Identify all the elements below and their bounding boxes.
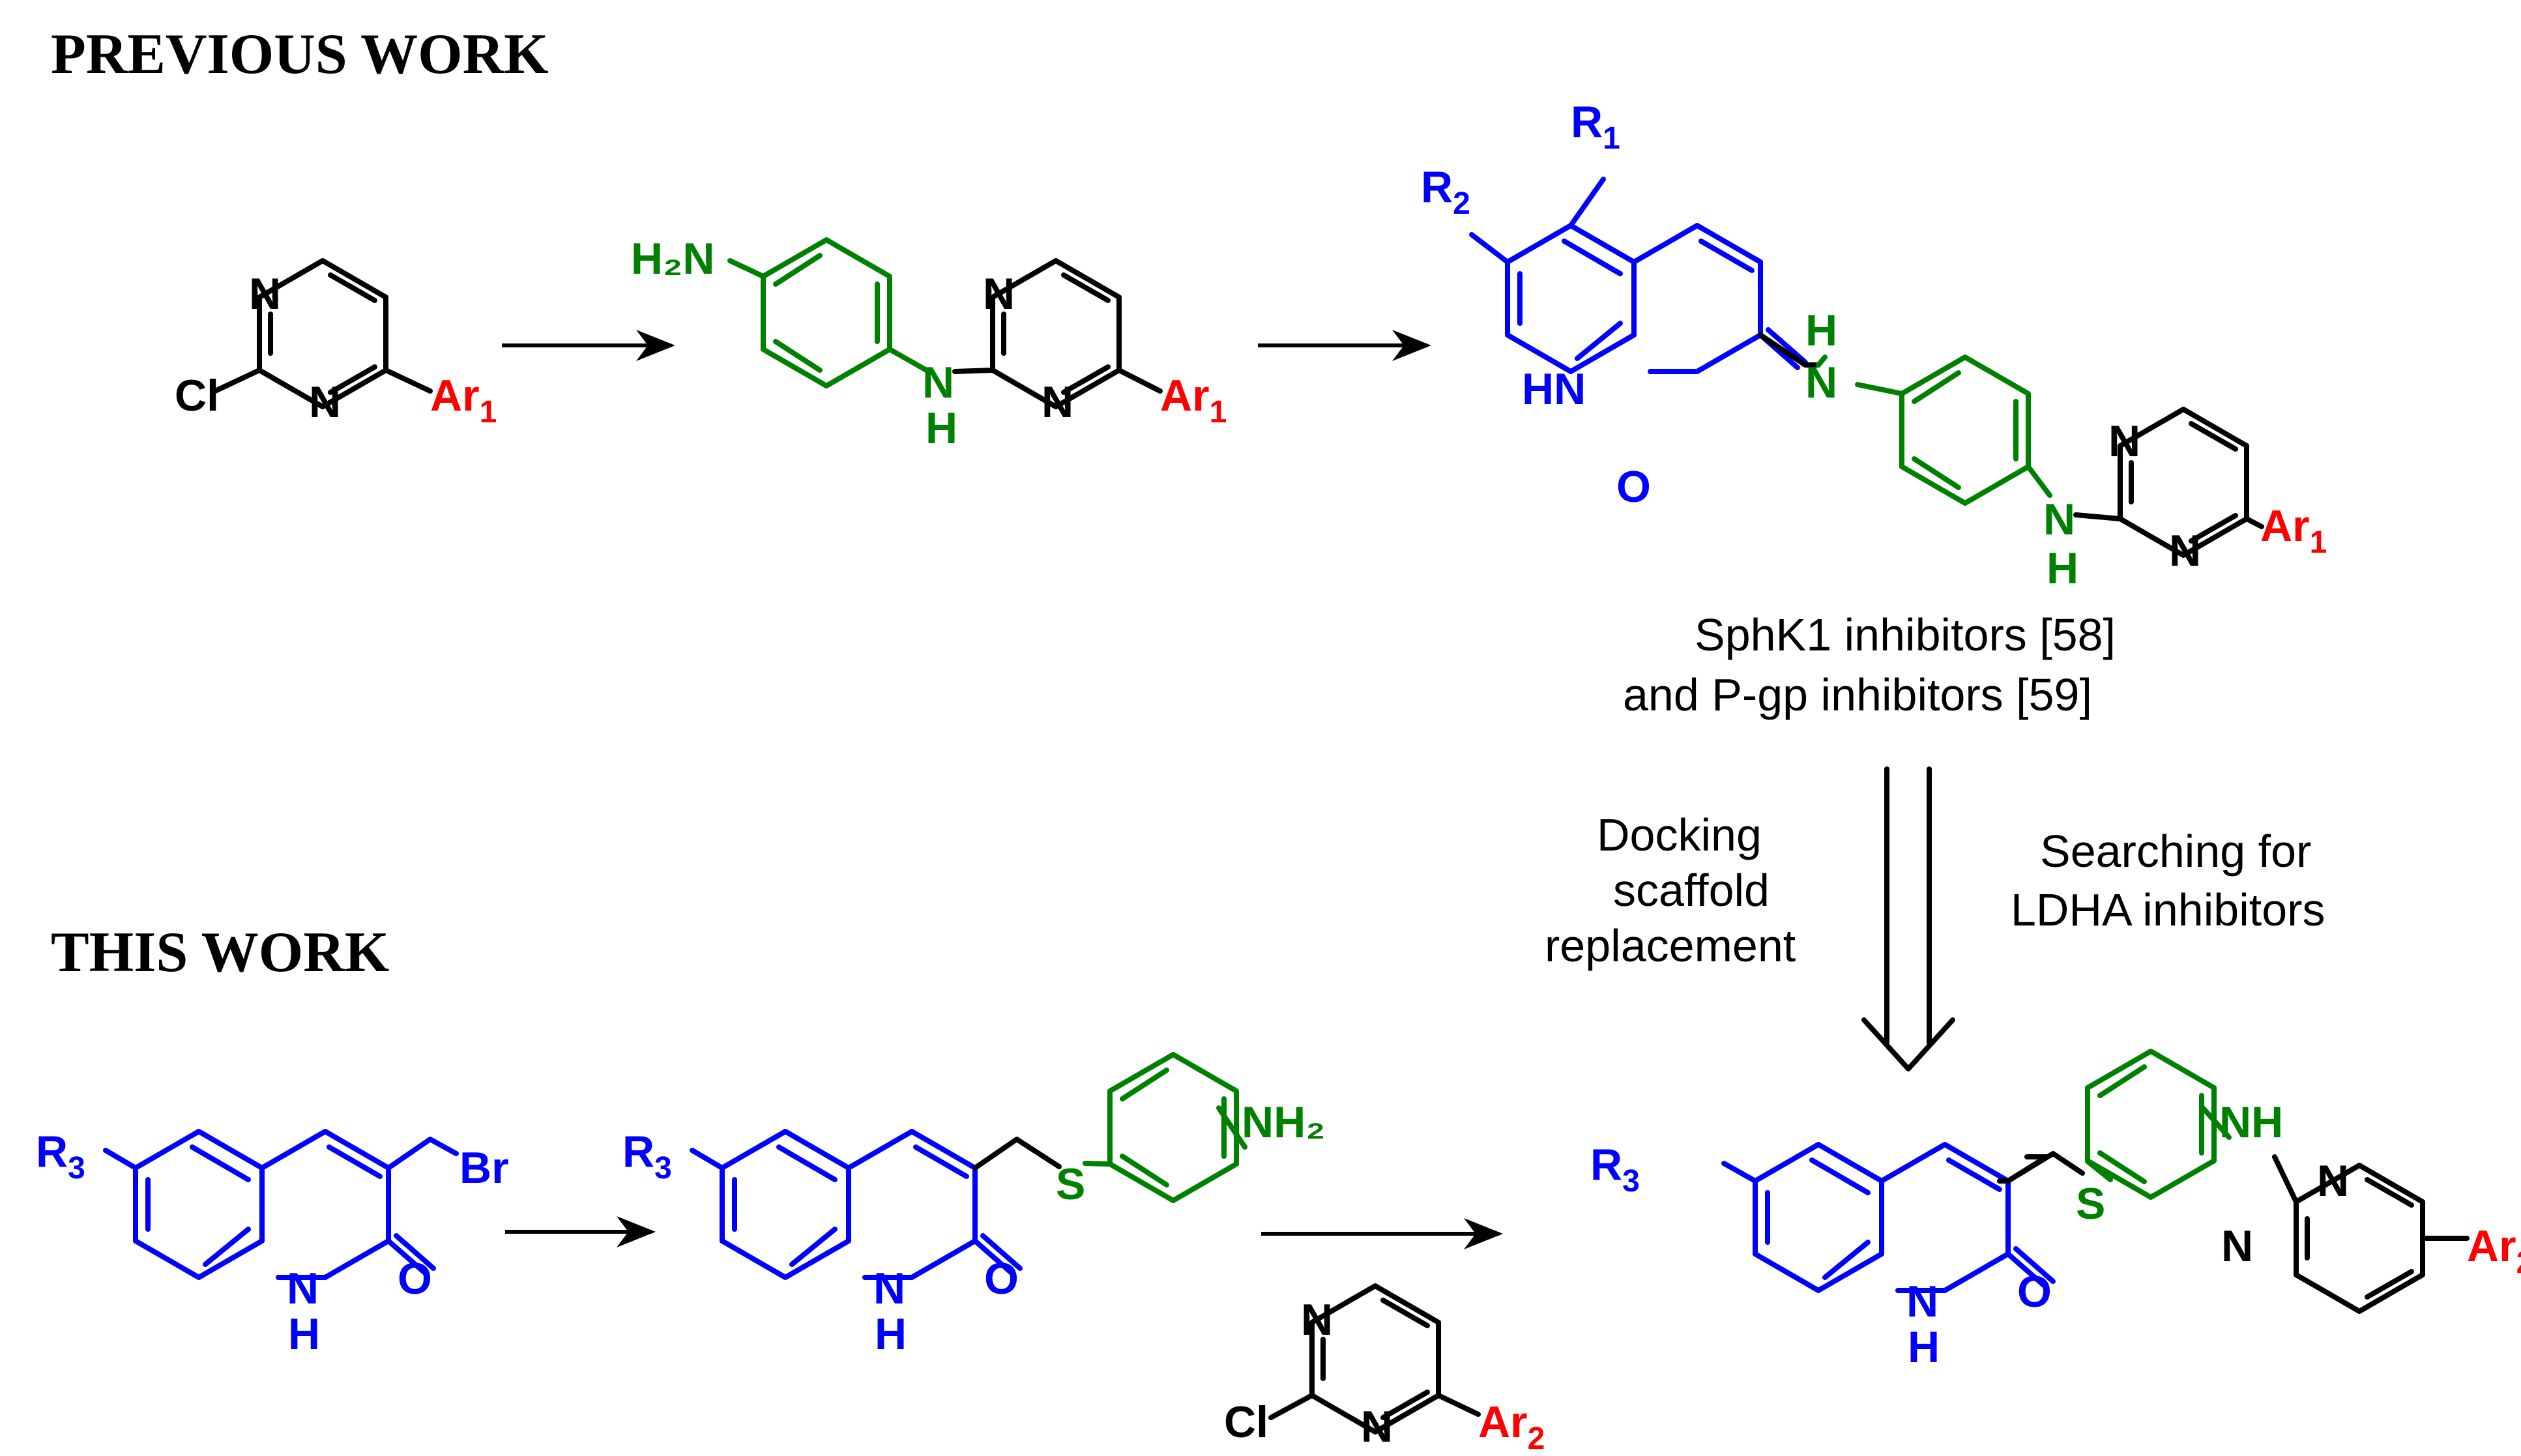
design-arrow: [1861, 766, 1955, 1071]
label-ldha: LDHA inhibitors: [2011, 884, 2325, 935]
h-atom: H: [288, 1309, 320, 1359]
label-searching: Searching for: [2040, 826, 2311, 877]
chloropyrimidine-2: Cl N N Ar2: [1224, 1286, 1545, 1456]
nitrogen-atom: N: [2169, 526, 2201, 575]
nitrogen-atom: N: [873, 1264, 905, 1313]
bromine-atom: Br: [459, 1143, 509, 1193]
nh-atom: N: [2043, 495, 2075, 544]
carbonyl-oxygen: O: [984, 1254, 1019, 1303]
label-scaffold: scaffold: [1613, 865, 1770, 916]
nitrogen-atom: N: [983, 269, 1015, 319]
caption-pgp: and P-gp inhibitors [59]: [1623, 669, 2092, 720]
nitrogen-atom: N: [309, 377, 341, 427]
r3-group: R3: [36, 1127, 85, 1186]
chlorine-atom: Cl: [1224, 1397, 1268, 1447]
nitrogen-atom: N: [2108, 416, 2140, 466]
r3-group: R3: [1590, 1140, 1640, 1199]
sulfur-atom: S: [2076, 1179, 2105, 1229]
aminophenylthio-quinolinone: R3 S NH₂ N H O: [622, 1055, 1325, 1359]
r1-group: R1: [1571, 97, 1620, 156]
nitrogen-atom: N: [2221, 1221, 2253, 1271]
sulfur-atom: S: [1056, 1159, 1085, 1209]
h-atom: H: [1805, 306, 1837, 355]
caption-sphk1: SphK1 inhibitors [58]: [1695, 609, 2116, 660]
nitrogen-atom: N: [1301, 1295, 1333, 1345]
aryl-2-group: Ar2: [1478, 1397, 1545, 1456]
h-atom: H: [2047, 544, 2078, 593]
this-work-heading: THIS WORK: [51, 921, 389, 984]
quinolinone-inhibitor-previous: R1 R2 HN O H N N H N N Ar1: [1421, 97, 2327, 593]
nh-atom: N: [922, 358, 954, 407]
ldha-inhibitor-target: R3 S NH N N Ar2 N H O: [1590, 1051, 2521, 1372]
lactam-nh: HN: [1522, 364, 1586, 414]
carbonyl-oxygen: O: [1616, 462, 1651, 512]
chlorine-atom: Cl: [175, 371, 219, 420]
aryl-1-group: Ar1: [1160, 371, 1227, 430]
bromomethyl-quinolinone: R3 Br N H O: [36, 1127, 509, 1359]
nh-atom: N: [1805, 358, 1837, 407]
h-atom: H: [925, 403, 957, 453]
label-docking: Docking: [1597, 809, 1762, 860]
label-replacement: replacement: [1545, 920, 1796, 971]
r3-group: R3: [622, 1127, 672, 1186]
h-atom: H: [1908, 1322, 1940, 1372]
nitrogen-atom: N: [1042, 377, 1073, 427]
h-atom: H: [875, 1309, 907, 1359]
r2-group: R2: [1421, 162, 1470, 221]
aryl-1-group: Ar1: [430, 371, 497, 430]
nitrogen-atom: N: [249, 269, 281, 319]
carbonyl-oxygen: O: [2017, 1267, 2052, 1317]
previous-work-heading: PREVIOUS WORK: [51, 23, 549, 86]
nh-atom: NH: [2219, 1098, 2283, 1147]
amine-group: NH₂: [1242, 1098, 1325, 1147]
nitrogen-atom: N: [1361, 1402, 1393, 1451]
nitrogen-atom: N: [1906, 1277, 1938, 1326]
amine-group: H₂N: [631, 234, 714, 284]
carbonyl-oxygen: O: [398, 1254, 432, 1303]
nitrogen-atom: N: [2317, 1156, 2349, 1206]
chloropyrimidine-1: Cl N N Ar1: [175, 261, 497, 430]
aminophenyl-pyrimidine: H₂N N H N N Ar1: [631, 234, 1227, 453]
aryl-2-group: Ar2: [2467, 1221, 2521, 1280]
nitrogen-atom: N: [287, 1264, 319, 1313]
aryl-1-group: Ar1: [2260, 501, 2327, 560]
